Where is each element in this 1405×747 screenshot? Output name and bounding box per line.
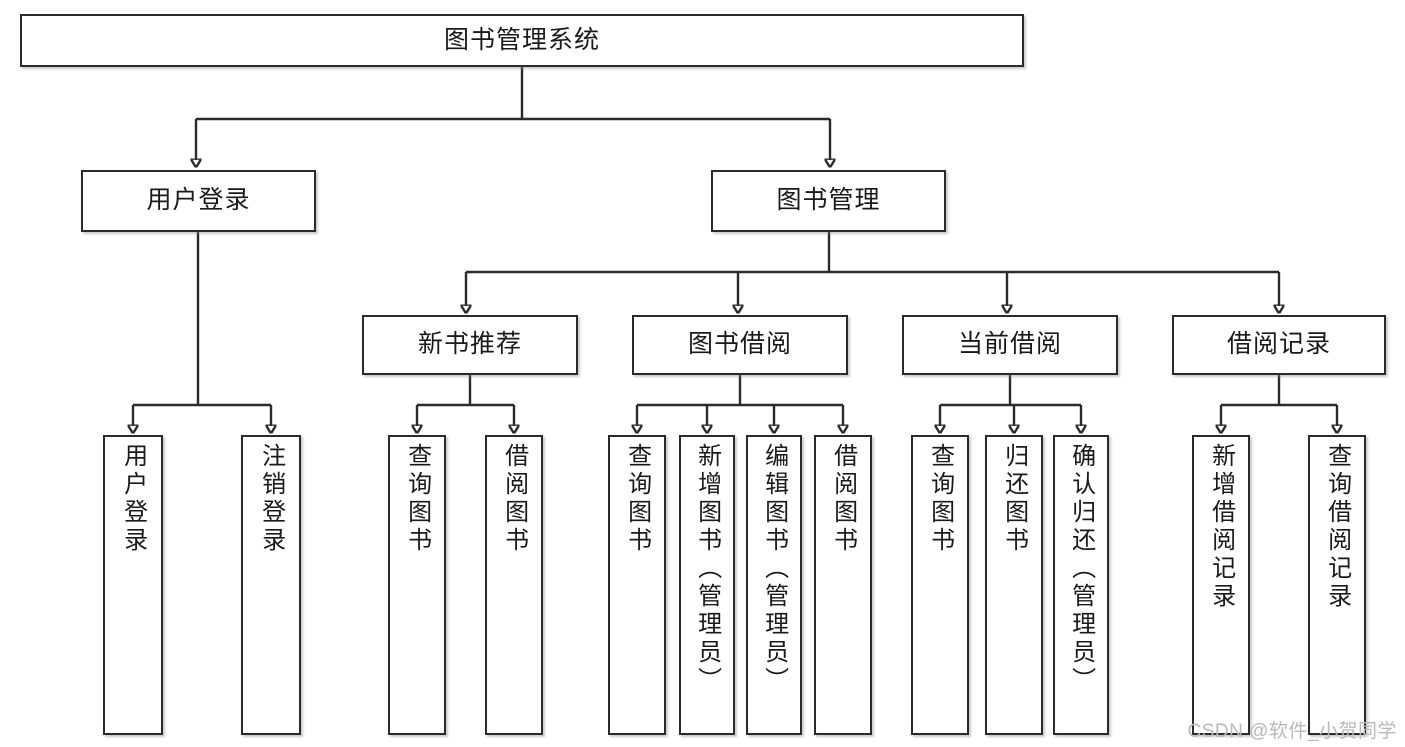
leaf-borrow-books-recommend[interactable]: 借阅图书 [485, 435, 543, 735]
leaf-query-books-borrow[interactable]: 查询图书 [608, 435, 666, 735]
node-user-login[interactable]: 用户登录 [81, 170, 316, 232]
leaf-edit-book-admin[interactable]: 编辑图书（管理员） [746, 435, 802, 735]
leaf-logout-label: 注销登录 [257, 443, 285, 555]
leaf-borrow-books-label: 借阅图书 [829, 443, 857, 555]
node-new-book-recommend-label: 新书推荐 [417, 330, 522, 359]
leaf-add-book-admin[interactable]: 新增图书（管理员） [679, 435, 735, 735]
leaf-return-books[interactable]: 归还图书 [985, 435, 1043, 735]
leaf-query-books-current-label: 查询图书 [926, 443, 954, 555]
node-borrow-records-label: 借阅记录 [1226, 330, 1331, 359]
node-book-management[interactable]: 图书管理 [711, 170, 946, 232]
leaf-query-borrow-record-label: 查询借阅记录 [1323, 443, 1351, 611]
leaf-add-borrow-record[interactable]: 新增借阅记录 [1192, 435, 1250, 735]
leaf-borrow-books[interactable]: 借阅图书 [814, 435, 872, 735]
leaf-borrow-books-recommend-label: 借阅图书 [500, 443, 528, 555]
node-book-borrow[interactable]: 图书借阅 [632, 315, 848, 375]
node-current-borrow[interactable]: 当前借阅 [902, 315, 1118, 375]
node-new-book-recommend[interactable]: 新书推荐 [362, 315, 578, 375]
leaf-user-login-label: 用户登录 [119, 443, 147, 555]
node-book-management-label: 图书管理 [776, 186, 881, 215]
node-root-label: 图书管理系统 [443, 25, 600, 54]
leaf-add-borrow-record-label: 新增借阅记录 [1207, 443, 1235, 611]
node-current-borrow-label: 当前借阅 [957, 330, 1062, 359]
leaf-confirm-return-admin-label: 确认归还（管理员） [1067, 443, 1095, 695]
leaf-logout[interactable]: 注销登录 [241, 435, 301, 735]
watermark: CSDN @软件_小贺同学 [1187, 721, 1397, 742]
node-book-borrow-label: 图书借阅 [687, 330, 792, 359]
leaf-confirm-return-admin[interactable]: 确认归还（管理员） [1053, 435, 1109, 735]
leaf-query-books-recommend[interactable]: 查询图书 [388, 435, 446, 735]
leaf-query-books-borrow-label: 查询图书 [623, 443, 651, 555]
node-root[interactable]: 图书管理系统 [20, 14, 1024, 67]
leaf-query-borrow-record[interactable]: 查询借阅记录 [1308, 435, 1366, 735]
leaf-return-books-label: 归还图书 [1000, 443, 1028, 555]
leaf-user-login[interactable]: 用户登录 [103, 435, 163, 735]
leaf-edit-book-admin-label: 编辑图书（管理员） [760, 443, 788, 695]
leaf-add-book-admin-label: 新增图书（管理员） [693, 443, 721, 695]
node-borrow-records[interactable]: 借阅记录 [1172, 315, 1386, 375]
leaf-query-books-recommend-label: 查询图书 [403, 443, 431, 555]
node-user-login-label: 用户登录 [146, 186, 251, 215]
leaf-query-books-current[interactable]: 查询图书 [911, 435, 969, 735]
